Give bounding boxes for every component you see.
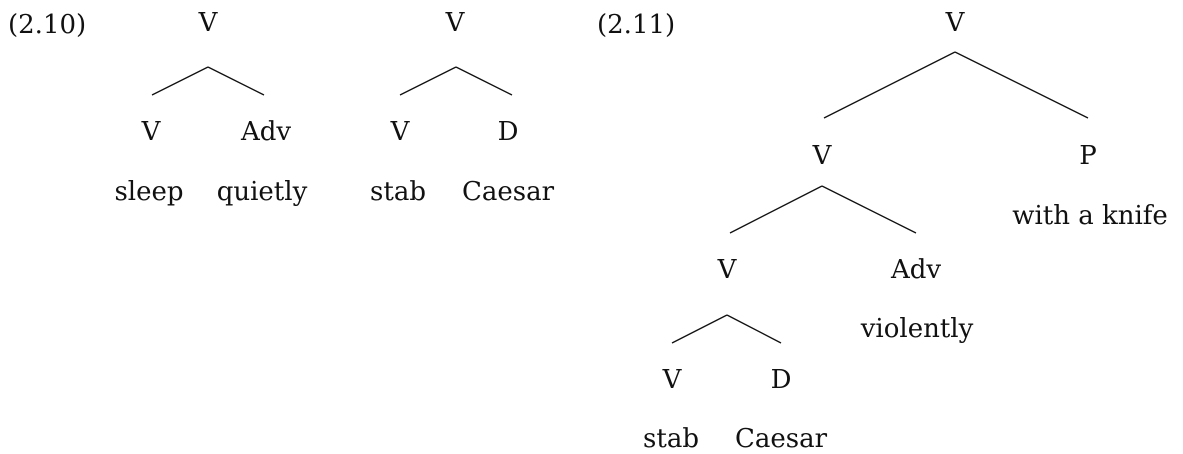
- node-root-v: V: [445, 8, 466, 38]
- node-root-v: V: [945, 8, 966, 38]
- word-stab: stab: [643, 424, 699, 454]
- branch-root-left: [823, 51, 956, 119]
- node-v-level2: V: [717, 255, 738, 285]
- word-caesar: Caesar: [735, 424, 828, 454]
- branch-root-right: [954, 51, 1089, 119]
- word-violently: violently: [860, 314, 974, 344]
- word-caesar: Caesar: [462, 177, 555, 207]
- tree-sleep-quietly: V V Adv sleep quietly: [114, 8, 307, 207]
- branch-left: [399, 66, 457, 96]
- tree-stab-caesar-violently-with-a-knife: V V P with a knife V Adv violently V D s…: [643, 8, 1168, 454]
- tree-stab-caesar: V V D stab Caesar: [370, 8, 555, 207]
- node-v-level1: V: [812, 141, 833, 171]
- branch-v2-right: [726, 314, 782, 344]
- node-d: D: [498, 117, 519, 147]
- word-sleep: sleep: [114, 177, 183, 207]
- node-adv: Adv: [890, 255, 941, 285]
- node-v: V: [390, 117, 411, 147]
- node-d: D: [771, 365, 792, 395]
- branch-v1-left: [729, 185, 823, 234]
- word-quietly: quietly: [217, 177, 308, 207]
- branch-right: [455, 66, 513, 96]
- node-v: V: [141, 117, 162, 147]
- word-stab: stab: [370, 177, 426, 207]
- node-v-level3: V: [662, 365, 683, 395]
- word-with-a-knife: with a knife: [1012, 201, 1168, 231]
- example-number-2-11: (2.11): [597, 10, 675, 40]
- node-p: P: [1079, 141, 1097, 171]
- branch-v2-left: [671, 314, 728, 344]
- branch-right: [207, 66, 265, 96]
- example-number-2-10: (2.10): [8, 10, 86, 40]
- branch-left: [151, 66, 209, 96]
- node-adv: Adv: [240, 117, 291, 147]
- branch-v1-right: [821, 185, 917, 234]
- node-root-v: V: [198, 8, 219, 38]
